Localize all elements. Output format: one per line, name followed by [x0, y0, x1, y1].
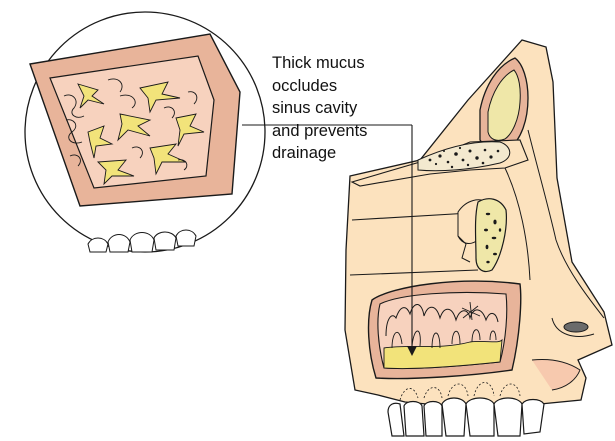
maxillary-sinus — [369, 281, 521, 378]
nostril — [564, 322, 588, 332]
caption-line-3: sinus cavity — [272, 97, 412, 120]
magnified-inset — [25, 12, 265, 252]
caption-line-4: and prevents — [272, 120, 412, 143]
face-teeth — [388, 398, 544, 436]
caption-line-5: drainage — [272, 142, 412, 165]
caption-line-1: Thick mucus — [272, 52, 412, 75]
annotation-caption: Thick mucus occludes sinus cavity and pr… — [272, 52, 412, 165]
caption-line-2: occludes — [272, 75, 412, 98]
